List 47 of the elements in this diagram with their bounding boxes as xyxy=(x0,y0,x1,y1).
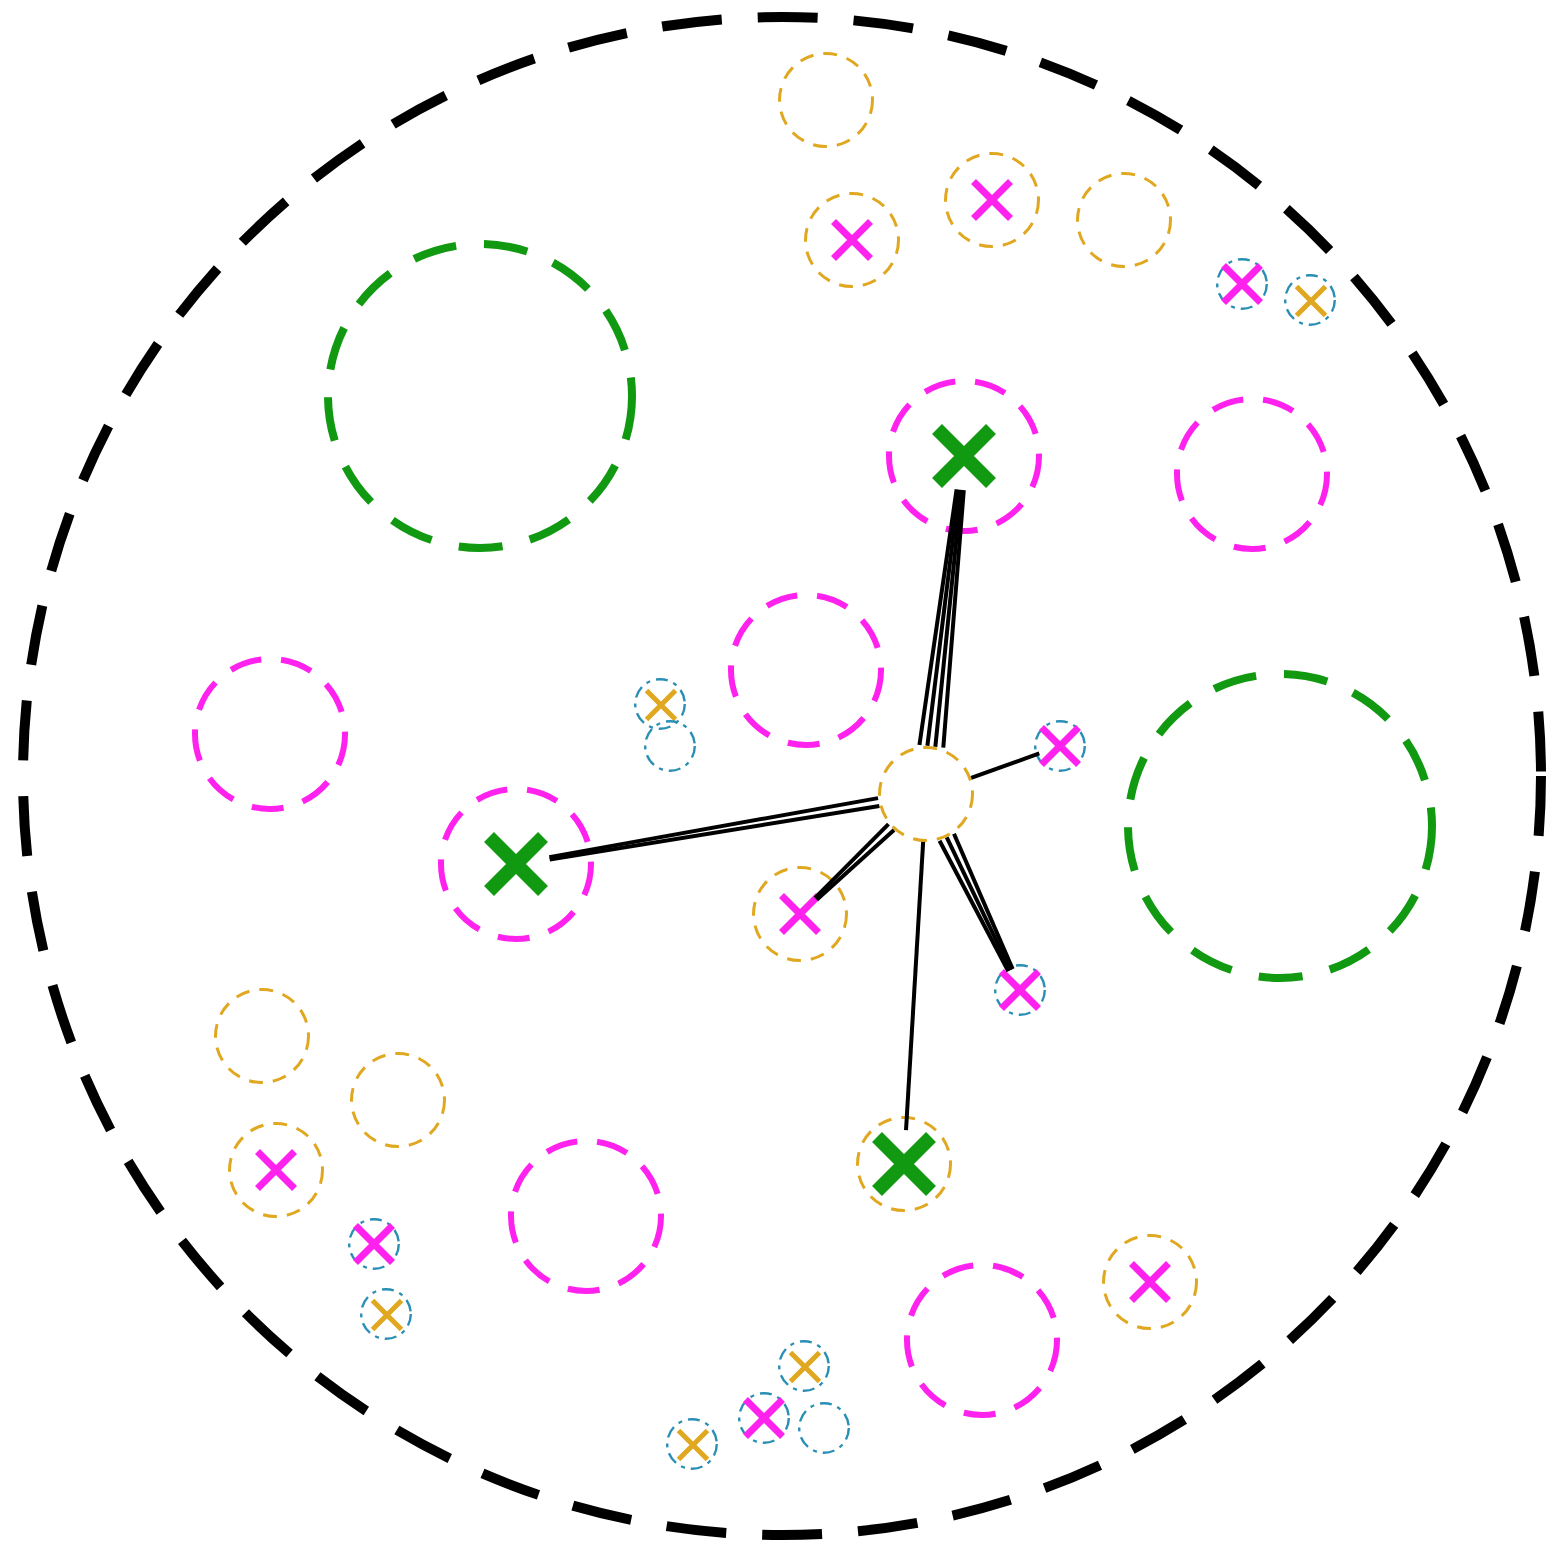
dashed-circle xyxy=(324,240,636,552)
connector-line xyxy=(925,489,961,747)
dashed-circle xyxy=(856,1116,952,1212)
dashed-circle xyxy=(944,152,1040,248)
cross-mark xyxy=(482,830,550,898)
dashed-circle xyxy=(1124,670,1436,982)
cross-mark xyxy=(870,1130,938,1198)
connector-line xyxy=(933,489,964,747)
dashed-circle xyxy=(666,1418,718,1470)
dashed-circle xyxy=(878,746,974,842)
dashed-circle xyxy=(644,720,696,772)
connector-line xyxy=(941,490,966,748)
dashed-circle xyxy=(350,1052,446,1148)
cross-mark xyxy=(830,218,874,262)
dashed-circle xyxy=(778,1340,830,1392)
dashed-circle xyxy=(904,1262,1060,1418)
dashed-circle xyxy=(1102,1234,1198,1330)
cross-mark xyxy=(787,1349,821,1383)
dashed-circle xyxy=(18,12,1546,1540)
dashed-circle xyxy=(798,1402,850,1454)
dashed-circle xyxy=(214,988,310,1084)
dashed-circle xyxy=(728,592,884,748)
cross-mark xyxy=(675,1427,709,1461)
dashed-circle xyxy=(804,192,900,288)
connector-line xyxy=(970,751,1040,780)
dashed-circle xyxy=(228,1122,324,1218)
dashed-circle xyxy=(1174,396,1330,552)
connector-line xyxy=(904,841,926,1131)
cross-mark xyxy=(930,422,998,490)
cross-mark xyxy=(254,1148,298,1192)
cross-mark xyxy=(1293,283,1327,317)
cross-mark xyxy=(643,687,677,721)
dashed-circle xyxy=(1076,172,1172,268)
dashed-circle xyxy=(438,786,594,942)
cross-mark xyxy=(369,1297,403,1331)
dashed-circle xyxy=(634,678,686,730)
dashed-circle xyxy=(886,378,1042,534)
dashed-circle xyxy=(752,866,848,962)
dashed-circle xyxy=(1284,274,1336,326)
dashed-circle xyxy=(360,1288,412,1340)
dashed-circle xyxy=(508,1138,664,1294)
cross-mark xyxy=(778,892,822,936)
cross-mark xyxy=(1128,1260,1172,1304)
dashed-circle xyxy=(778,52,874,148)
connector-line xyxy=(917,489,959,746)
dashed-circle xyxy=(192,656,348,812)
cross-mark xyxy=(970,178,1014,222)
